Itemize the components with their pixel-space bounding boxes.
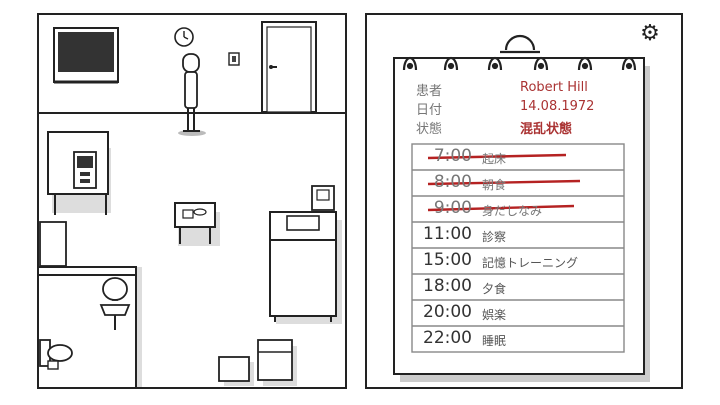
toilet[interactable] [39,339,73,370]
schedule-table [411,143,625,353]
small-table[interactable] [174,202,220,246]
bathroom-wall [37,221,142,388]
schedule-time: 15:00 [423,250,472,270]
schedule-task: 娯楽 [482,308,507,322]
schedule-time: 8:00 [433,172,472,192]
gear-icon[interactable]: ⚙ [640,21,660,46]
birth-date-value: 14.08.1972 [520,99,595,114]
patient-character[interactable] [178,53,206,136]
clock-icon [174,27,194,47]
box-left[interactable] [218,356,254,386]
window [53,27,119,84]
notepad-page [393,57,645,375]
schedule-time: 22:00 [423,328,472,348]
mirror [102,277,128,301]
schedule-task: 朝食 [482,178,507,192]
schedule-task: 夕食 [482,282,507,296]
nightstand[interactable] [311,185,335,211]
light-switch[interactable] [228,52,240,66]
schedule-task: 身だしなみ [482,204,543,218]
schedule-time: 18:00 [423,276,472,296]
strike-lines [427,153,581,212]
schedule-task: 記憶トレーニング [482,256,579,270]
schedule-task: 診察 [482,230,507,244]
schedule-time: 11:00 [423,224,472,244]
binding-rings [402,34,637,71]
patient-name-value: Robert Hill [520,80,588,95]
schedule-time: 20:00 [423,302,472,322]
schedule-time: 9:00 [433,198,472,218]
schedule-task: 睡眠 [482,334,507,348]
bed[interactable] [269,211,342,324]
door[interactable] [261,21,317,113]
kitchen-counter[interactable] [47,131,111,215]
patient-name-label: 患者 [416,84,443,99]
status-label: 状態 [416,122,443,137]
box-right[interactable] [257,339,297,386]
birth-date-label: 日付 [416,103,443,118]
schedule-task: 起床 [482,152,507,166]
status-value: 混乱状態 [520,122,573,137]
sink[interactable] [99,277,131,330]
shower-cabinet [39,221,67,267]
schedule-time: 7:00 [433,146,472,166]
